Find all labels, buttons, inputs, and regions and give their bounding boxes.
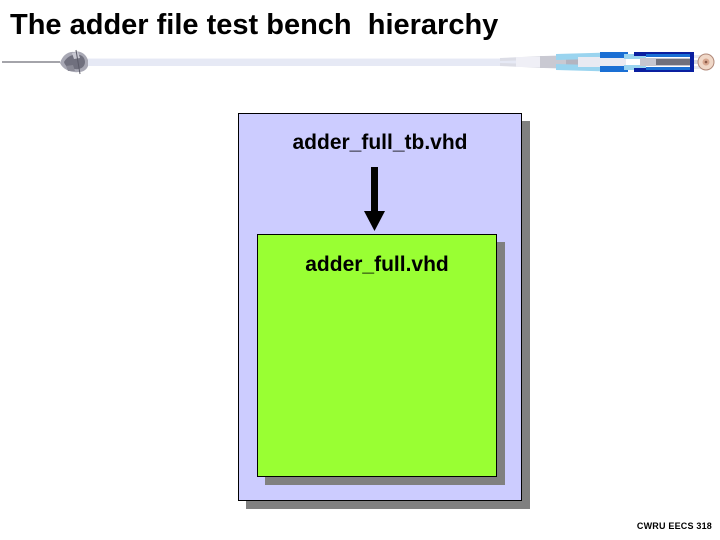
arrow-dart-divider-icon (0, 48, 720, 76)
down-arrow-icon (362, 167, 388, 233)
entity-box[interactable] (257, 234, 497, 477)
entity-box-label: adder_full.vhd (305, 253, 449, 276)
page-title: The adder file test bench hierarchy (10, 9, 499, 41)
testbench-box-label: adder_full_tb.vhd (292, 131, 468, 154)
slide-footer: CWRU EECS 318 (636, 521, 712, 531)
